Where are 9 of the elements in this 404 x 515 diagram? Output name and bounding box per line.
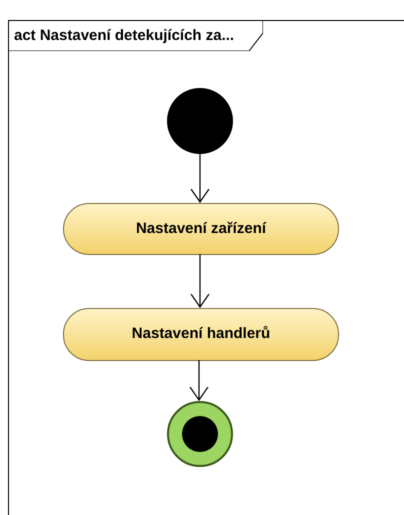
activity-frame	[8, 20, 404, 515]
action-node	[63, 308, 339, 361]
frame-title: act Nastavení detekujících za...	[14, 26, 234, 46]
control-flow-arrow	[190, 254, 210, 308]
control-flow-arrow	[190, 153, 210, 203]
action-node	[63, 203, 339, 255]
control-flow-arrow	[189, 360, 209, 401]
action-label: Nastavení zařízení	[136, 218, 266, 239]
action-label: Nastavení handlerů	[132, 324, 270, 344]
